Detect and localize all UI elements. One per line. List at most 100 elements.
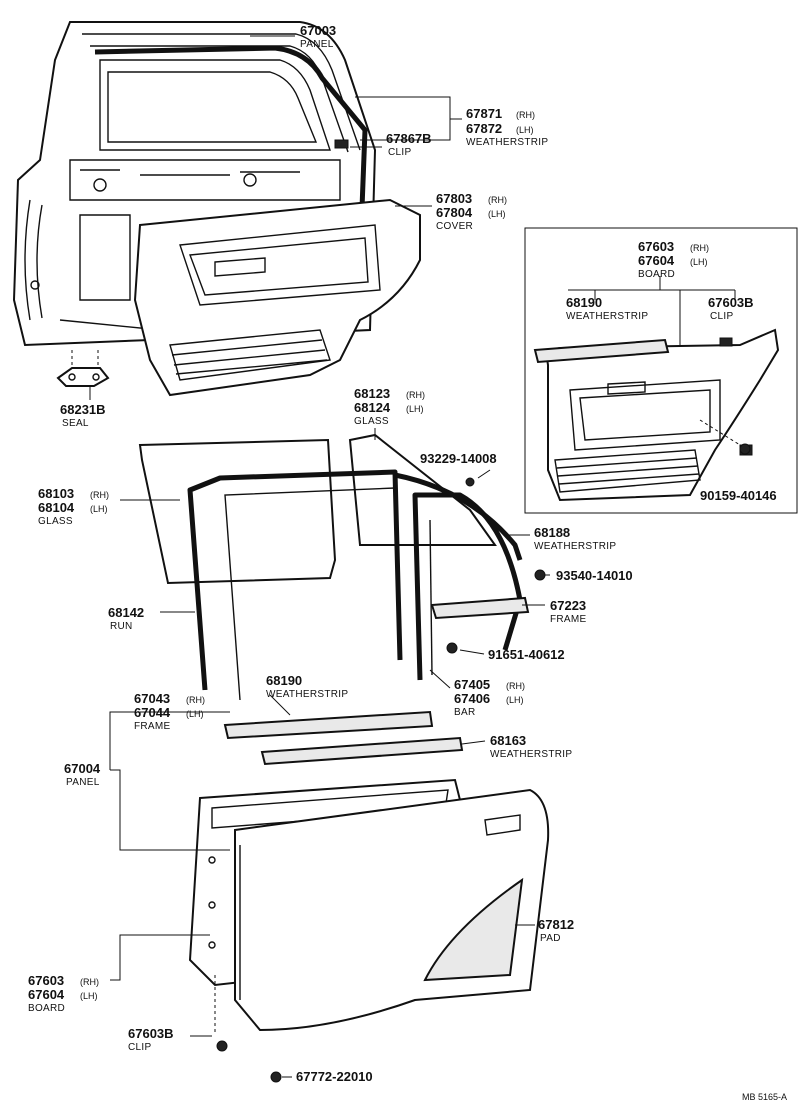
part-name: WEATHERSTRIP	[266, 689, 348, 700]
side-label: (LH)	[406, 404, 424, 414]
part-number: 67003	[300, 23, 336, 38]
part-name: WEATHERSTRIP	[566, 311, 648, 322]
callout-67603: 67603 (RH) 67604 (LH) BOARD	[28, 973, 99, 1014]
part-number: 68124	[354, 400, 391, 415]
callout-67603-inset: 67603 (RH) 67604 (LH) BOARD	[638, 239, 709, 280]
part-number: 68123	[354, 386, 390, 401]
side-label: (LH)	[690, 257, 708, 267]
part-name: BOARD	[28, 1003, 65, 1014]
callout-68163: 68163 WEATHERSTRIP	[490, 733, 572, 760]
part-name: GLASS	[38, 516, 73, 527]
part-number: 67043	[134, 691, 170, 706]
part-number: 67871	[466, 106, 502, 121]
callout-67603B-inset: 67603B CLIP	[708, 295, 754, 322]
part-number: 93540-14010	[556, 568, 633, 583]
part-name: PAD	[540, 933, 561, 944]
part-number: 68142	[108, 605, 144, 620]
part-number: 67044	[134, 705, 171, 720]
callout-67803: 67803 (RH) 67804 (LH) COVER	[436, 191, 507, 232]
frame-67223-drawing	[430, 596, 530, 620]
run-and-frame-drawing	[187, 469, 523, 701]
part-name: WEATHERSTRIP	[466, 137, 548, 148]
side-label: (LH)	[186, 709, 204, 719]
side-label: (RH)	[406, 390, 425, 400]
part-number: 68163	[490, 733, 526, 748]
part-name: FRAME	[550, 614, 587, 625]
part-number: 68188	[534, 525, 570, 540]
part-name: BAR	[454, 707, 475, 718]
callout-67603B: 67603B CLIP	[128, 1026, 174, 1053]
callout-67043: 67043 (RH) 67044 (LH) FRAME	[134, 691, 205, 732]
front-glass-drawing	[138, 438, 337, 585]
inset-board-drawing	[533, 328, 780, 502]
part-name: GLASS	[354, 416, 389, 427]
lower-board-drawing	[234, 788, 550, 1032]
callout-67867B: 67867B CLIP	[386, 131, 432, 158]
part-name: CLIP	[710, 311, 733, 322]
callout-67003: 67003 PANEL	[300, 23, 336, 50]
callout-91651: 91651-40612	[488, 647, 565, 662]
weatherstrip-68188-drawing	[394, 472, 523, 561]
part-number: 68104	[38, 500, 75, 515]
callout-93229: 93229-14008	[420, 451, 497, 466]
callout-67004: 67004 PANEL	[64, 761, 101, 788]
leader-lines	[89, 35, 736, 1078]
part-number: 67405	[454, 677, 490, 692]
side-label: (RH)	[506, 681, 525, 691]
side-label: (RH)	[516, 110, 535, 120]
part-number: 67604	[638, 253, 675, 268]
side-label: (RH)	[488, 195, 507, 205]
callout-67223: 67223 FRAME	[550, 598, 587, 625]
part-number: 67223	[550, 598, 586, 613]
cover-drawing	[133, 198, 421, 397]
bolt-icons	[216, 443, 751, 1083]
part-name: FRAME	[134, 721, 171, 732]
side-label: (LH)	[90, 504, 108, 514]
callout-68103: 68103 (RH) 68104 (LH) GLASS	[38, 486, 109, 527]
part-number: 67812	[538, 917, 574, 932]
quarter-glass-drawing	[348, 433, 497, 546]
side-label: (LH)	[506, 695, 524, 705]
callout-90159: 90159-40146	[700, 488, 777, 503]
part-number: 67604	[28, 987, 65, 1002]
part-number: 67867B	[386, 131, 432, 146]
part-name: PANEL	[66, 777, 100, 788]
part-number: 68231B	[60, 402, 106, 417]
callout-67812: 67812 PAD	[538, 917, 574, 944]
side-label: (LH)	[516, 125, 534, 135]
callout-68142: 68142 RUN	[108, 605, 144, 632]
part-number: 68103	[38, 486, 74, 501]
part-number: 67804	[436, 205, 473, 220]
part-name: CLIP	[128, 1042, 151, 1053]
figure-id: MB 5165-A	[742, 1092, 787, 1102]
callout-68190-inset: 68190 WEATHERSTRIP	[566, 295, 648, 322]
part-number: 67803	[436, 191, 472, 206]
callout-93540: 93540-14010	[556, 568, 633, 583]
seal-drawing	[56, 350, 110, 387]
callout-67871: 67871 (RH) 67872 (LH) WEATHERSTRIP	[466, 106, 548, 148]
side-label: (RH)	[690, 243, 709, 253]
side-label: (RH)	[80, 977, 99, 987]
part-number: 91651-40612	[488, 647, 565, 662]
part-name: BOARD	[638, 269, 675, 280]
part-name: RUN	[110, 621, 133, 632]
weatherstrip-68190-drawing	[223, 710, 434, 740]
part-number: 67004	[64, 761, 101, 776]
side-label: (RH)	[90, 490, 109, 500]
part-name: WEATHERSTRIP	[490, 749, 572, 760]
part-number: 68190	[266, 673, 302, 688]
callout-68190: 68190 WEATHERSTRIP	[266, 673, 348, 700]
part-number: 90159-40146	[700, 488, 777, 503]
part-number: 67603B	[128, 1026, 174, 1041]
part-number: 67603B	[708, 295, 754, 310]
side-label: (RH)	[186, 695, 205, 705]
side-label: (LH)	[488, 209, 506, 219]
inset-frame	[524, 227, 798, 514]
part-number: 67872	[466, 121, 502, 136]
callout-67772: 67772-22010	[296, 1069, 373, 1084]
part-number: 67603	[28, 973, 64, 988]
part-name: PANEL	[300, 39, 334, 50]
part-name: SEAL	[62, 418, 89, 429]
callout-68188: 68188 WEATHERSTRIP	[534, 525, 616, 552]
